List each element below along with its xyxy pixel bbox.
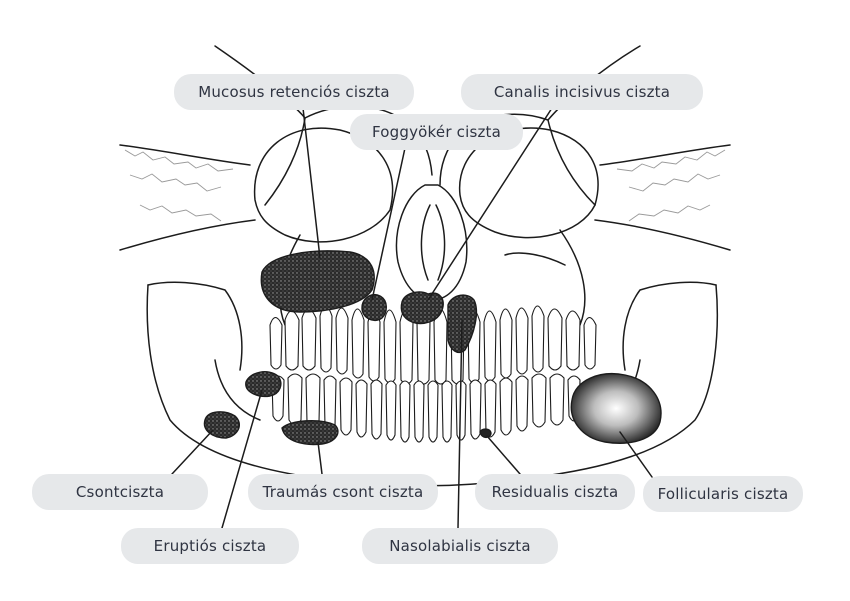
upper-teeth <box>269 305 597 385</box>
canalis-cyst <box>400 291 444 325</box>
label-follicularis-ciszta: Follicularis ciszta <box>643 476 803 512</box>
label-residualis-ciszta: Residualis ciszta <box>475 474 635 510</box>
cysts <box>203 250 662 446</box>
label-traumas-csont-ciszta: Traumás csont ciszta <box>248 474 438 510</box>
label-foggyoker-ciszta: Foggyökér ciszta <box>350 114 523 150</box>
foggyoker-cyst <box>361 294 387 322</box>
label-eruptios-ciszta: Eruptiós ciszta <box>121 528 299 564</box>
label-canalis-incisivus-ciszta: Canalis incisivus ciszta <box>461 74 703 110</box>
label-csontciszta: Csontciszta <box>32 474 208 510</box>
leader-lines <box>171 107 653 529</box>
follicularis-cyst <box>570 373 662 444</box>
suture-texture <box>124 149 726 222</box>
csont-cyst <box>203 411 240 439</box>
residualis-cyst <box>479 428 492 439</box>
label-nasolabialis-ciszta: Nasolabialis ciszta <box>362 528 558 564</box>
label-mucosus-retencios-ciszta: Mucosus retenciós ciszta <box>174 74 414 110</box>
mucosus-cyst <box>260 250 375 313</box>
eruptios-cyst <box>245 371 282 398</box>
traumas-cyst <box>281 420 339 446</box>
